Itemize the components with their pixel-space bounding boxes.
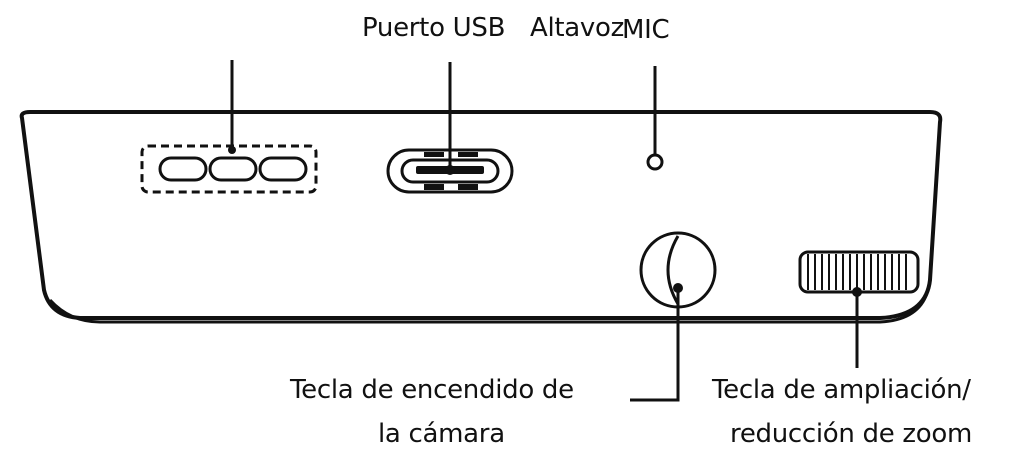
usb-pin (458, 152, 478, 157)
usb-port-label: Puerto USB (362, 13, 506, 43)
zoom-wheel (798, 250, 920, 294)
leader-dot-zoom (852, 287, 862, 297)
mic-label: MIC (622, 15, 670, 45)
speaker-slot (208, 156, 258, 182)
speaker-slot (258, 156, 308, 182)
usb-pin (424, 184, 444, 190)
usb-pin (424, 152, 444, 157)
speaker-label: Altavoz (530, 13, 624, 43)
power-button-inner (666, 235, 680, 305)
speaker-grille (140, 144, 318, 194)
mic-hole (646, 153, 664, 171)
device-body (19, 110, 943, 320)
leader-dot-power (673, 283, 683, 293)
leader-dot-speaker (228, 146, 236, 154)
speaker-slot (158, 156, 208, 182)
zoom-key-label-line1: Tecla de ampliación/ (712, 375, 971, 405)
leader-power (630, 288, 680, 402)
power-key-label-line2: la cámara (378, 419, 505, 449)
usb-pin (458, 184, 478, 190)
zoom-key-label-line2: reducción de zoom (730, 419, 973, 449)
device-bottom-edge (48, 289, 930, 324)
zoom-wheel-ridges (807, 254, 907, 290)
power-key-label-line1: Tecla de encendido de (290, 375, 574, 405)
leader-dot-usb (445, 165, 455, 175)
